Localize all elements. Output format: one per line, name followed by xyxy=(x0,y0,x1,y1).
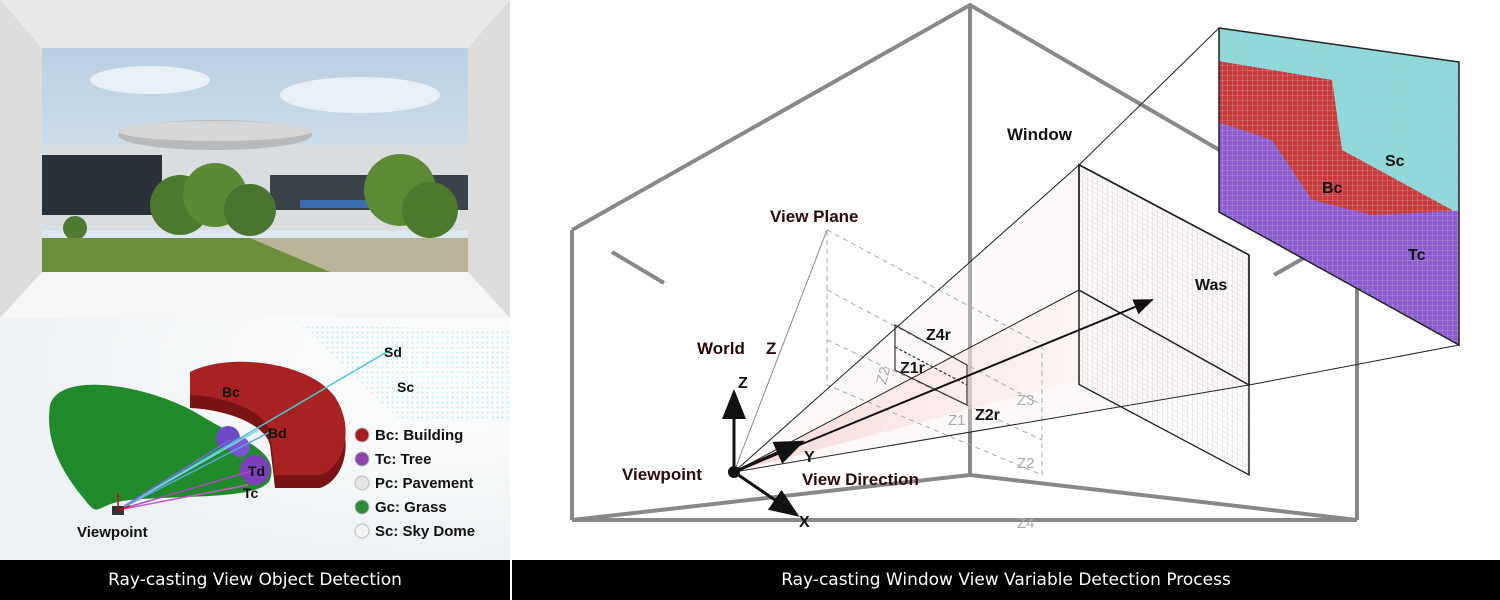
label-world-z: Z xyxy=(766,339,776,358)
legend-swatch xyxy=(354,523,370,539)
building-shape xyxy=(190,361,346,488)
label-sc: Sc xyxy=(397,379,414,395)
label-world: World xyxy=(697,339,745,358)
legend-item-label: Pc: Pavement xyxy=(375,475,473,492)
ray-bundle xyxy=(117,349,391,511)
label-z1r: Z1r xyxy=(900,360,925,377)
label-window: Window xyxy=(1007,125,1073,144)
label-z2-left: Z2 xyxy=(873,365,894,386)
label-sd: Sd xyxy=(384,344,402,360)
legend-swatch xyxy=(354,427,370,443)
legend-item-label: Tc: Tree xyxy=(375,451,431,468)
zone-boxes xyxy=(894,323,968,406)
legend-swatch xyxy=(354,475,370,491)
label-grid-sc: Sc xyxy=(1385,153,1405,170)
legend-swatch xyxy=(354,451,370,467)
label-view-direction: View Direction xyxy=(802,470,919,489)
label-axis-x: X xyxy=(799,514,810,531)
projection-lines xyxy=(733,27,1460,473)
legend-item-label: Gc: Grass xyxy=(375,499,447,516)
legend-item-label: Sc: Sky Dome xyxy=(375,523,475,540)
label-bd: Bd xyxy=(268,425,287,441)
object-detection-figure: Sd Sc Bc Bd Td Tc Viewpoint Bc: Building… xyxy=(0,0,510,560)
legend-item-label: Bc: Building xyxy=(375,427,463,444)
label-tc: Tc xyxy=(243,485,259,501)
label-td: Td xyxy=(248,463,265,479)
caption-right: Ray-casting Window View Variable Detecti… xyxy=(512,560,1500,600)
legend-swatch xyxy=(354,499,370,515)
viewpoint-marker xyxy=(112,493,131,515)
label-bc: Bc xyxy=(222,384,240,400)
label-z2-right: Z2 xyxy=(1017,455,1035,472)
label-axis-z: Z xyxy=(738,375,748,392)
label-grid-tc: Tc xyxy=(1408,247,1426,264)
axes xyxy=(722,389,805,517)
label-z3: Z3 xyxy=(1017,392,1035,409)
label-viewpoint: Viewpoint xyxy=(622,465,702,484)
label-was: Was xyxy=(1195,277,1227,294)
left-panel: Sd Sc Bc Bd Td Tc Viewpoint Bc: Building… xyxy=(0,0,510,600)
label-view-plane: View Plane xyxy=(770,207,859,226)
grass-shape xyxy=(49,384,272,510)
label-viewpoint: Viewpoint xyxy=(77,524,148,541)
detection-process-figure: Window View Plane World Z Z Y X Viewpoin… xyxy=(570,2,1460,532)
window-photo xyxy=(42,48,468,272)
label-z4r: Z4r xyxy=(926,327,951,344)
right-panel: Window View Plane World Z Z Y X Viewpoin… xyxy=(512,0,1500,600)
detection-scene: Sd Sc Bc Bd Td Tc Viewpoint Bc: Building… xyxy=(0,318,510,560)
label-axis-y: Y xyxy=(804,449,815,466)
view-plane-edge xyxy=(733,229,828,473)
label-z2r: Z2r xyxy=(975,407,1000,424)
panel-divider xyxy=(510,0,512,600)
caption-left: Ray-casting View Object Detection xyxy=(0,560,510,600)
viewpoint-dot xyxy=(728,466,740,478)
label-z1: Z1 xyxy=(948,412,966,429)
grid-outline xyxy=(1218,27,1460,347)
label-z4: Z4 xyxy=(1017,515,1035,532)
label-grid-bc: Bc xyxy=(1322,180,1343,197)
